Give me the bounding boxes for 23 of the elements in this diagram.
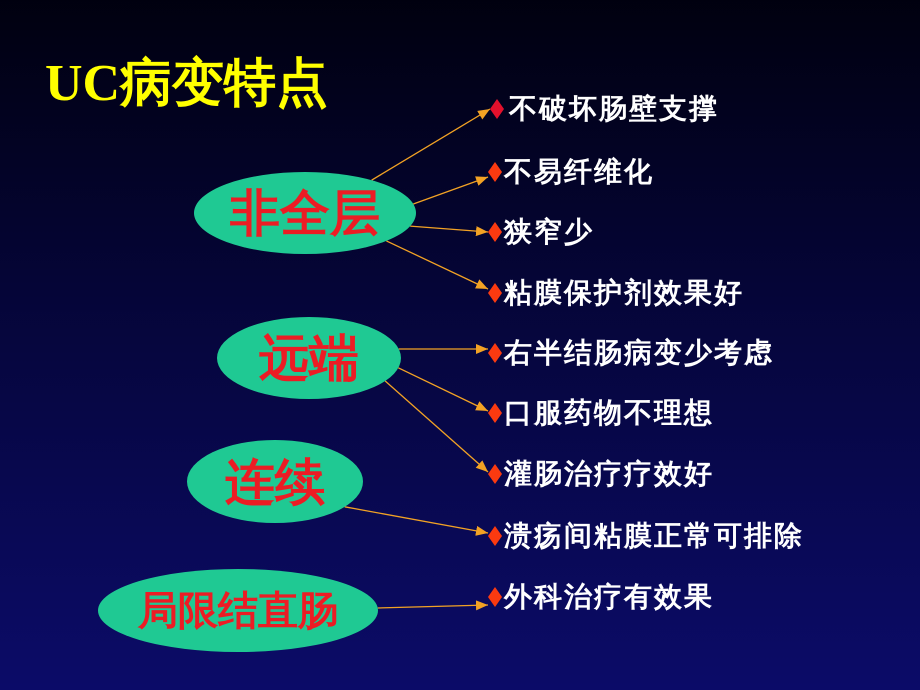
arrow xyxy=(384,380,488,472)
topic-ellipse: 连续 xyxy=(187,440,363,523)
item-text: 口服药物不理想 xyxy=(504,396,714,430)
item-text: 外科治疗有效果 xyxy=(504,580,714,614)
arrow xyxy=(371,108,490,181)
item-text: 粘膜保护剂效果好 xyxy=(504,276,744,310)
topic-ellipse: 远端 xyxy=(217,317,401,399)
item-text: 溃疡间粘膜正常可排除 xyxy=(504,519,804,553)
topic-ellipse: 非全层 xyxy=(194,172,416,254)
item-text: 右半结肠病变少考虑 xyxy=(504,336,774,370)
title: UC病变特点 xyxy=(45,55,328,112)
arrow xyxy=(398,367,488,412)
arrow xyxy=(344,506,488,536)
arrow xyxy=(398,344,488,354)
item-text: 狭窄少 xyxy=(504,215,594,249)
arrow xyxy=(413,176,488,205)
item-text: 灌肠治疗疗效好 xyxy=(504,457,714,491)
arrow xyxy=(378,600,488,610)
item-text: 不易纤维化 xyxy=(504,155,654,189)
arrow xyxy=(410,225,488,236)
topic-ellipse: 局限结直肠 xyxy=(98,569,378,652)
item-text: 不破坏肠壁支撑 xyxy=(509,92,719,126)
arrow xyxy=(386,240,488,290)
